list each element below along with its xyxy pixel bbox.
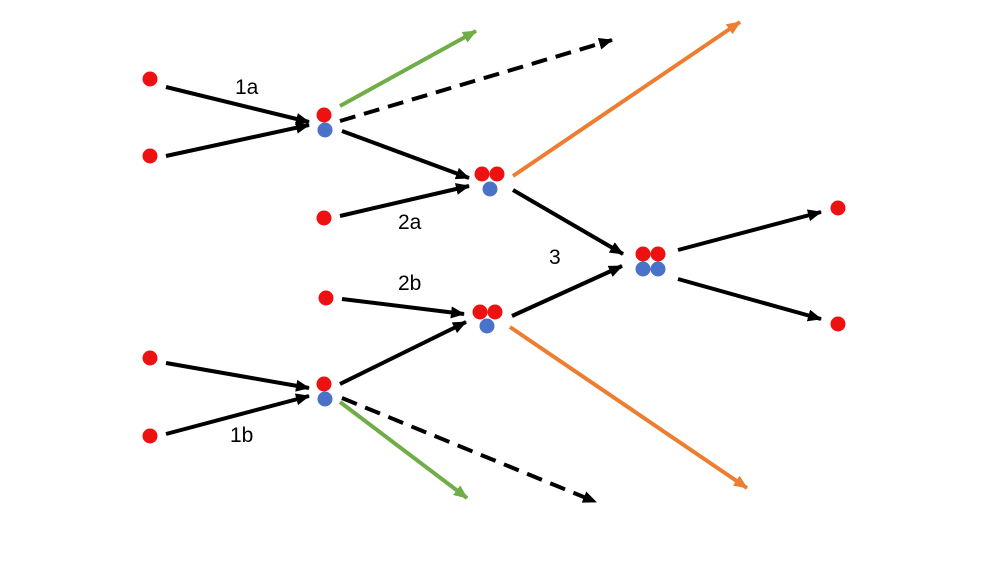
arrow-1b-upper [165, 361, 310, 392]
node-3 [635, 246, 666, 277]
arrow-1b-dashed [341, 396, 597, 504]
label-2b: 2b [398, 272, 421, 295]
node-1a [316, 107, 333, 138]
arrow-1a-to-2a [341, 129, 470, 180]
arrow-1a-dashed [339, 37, 613, 123]
arrow-1b-to-2b [339, 320, 467, 386]
label-1a: 1a [235, 76, 259, 99]
label-3: 3 [549, 246, 561, 269]
arrow-1a-green [339, 29, 477, 108]
arrow-2b-orange [508, 325, 749, 490]
arrow-2b-input [341, 297, 465, 319]
red-particle [142, 350, 158, 366]
node-2b [472, 304, 503, 334]
arrow-1a-lower [165, 121, 310, 158]
red-particle [830, 316, 846, 332]
arrow-2a-orange [511, 20, 742, 178]
red-particle [142, 71, 158, 87]
label-2a: 2a [398, 211, 422, 234]
arrow-2a-to-3 [511, 188, 625, 256]
arrow-2a-input [339, 183, 470, 218]
node-1b [316, 376, 333, 407]
arrow-1b-green [338, 400, 469, 500]
red-particle [142, 428, 158, 444]
label-1b: 1b [230, 424, 253, 447]
arrow-3-lower [677, 277, 822, 322]
red-particle [830, 200, 846, 216]
arrow-2b-to-3 [511, 264, 623, 318]
red-particle [316, 210, 332, 226]
red-particle [318, 290, 334, 306]
arrow-1b-lower [165, 393, 310, 436]
arrow-3-upper [677, 209, 822, 252]
arrow-1a-upper [165, 85, 310, 125]
red-particle [142, 148, 158, 164]
node-2a [474, 166, 505, 197]
